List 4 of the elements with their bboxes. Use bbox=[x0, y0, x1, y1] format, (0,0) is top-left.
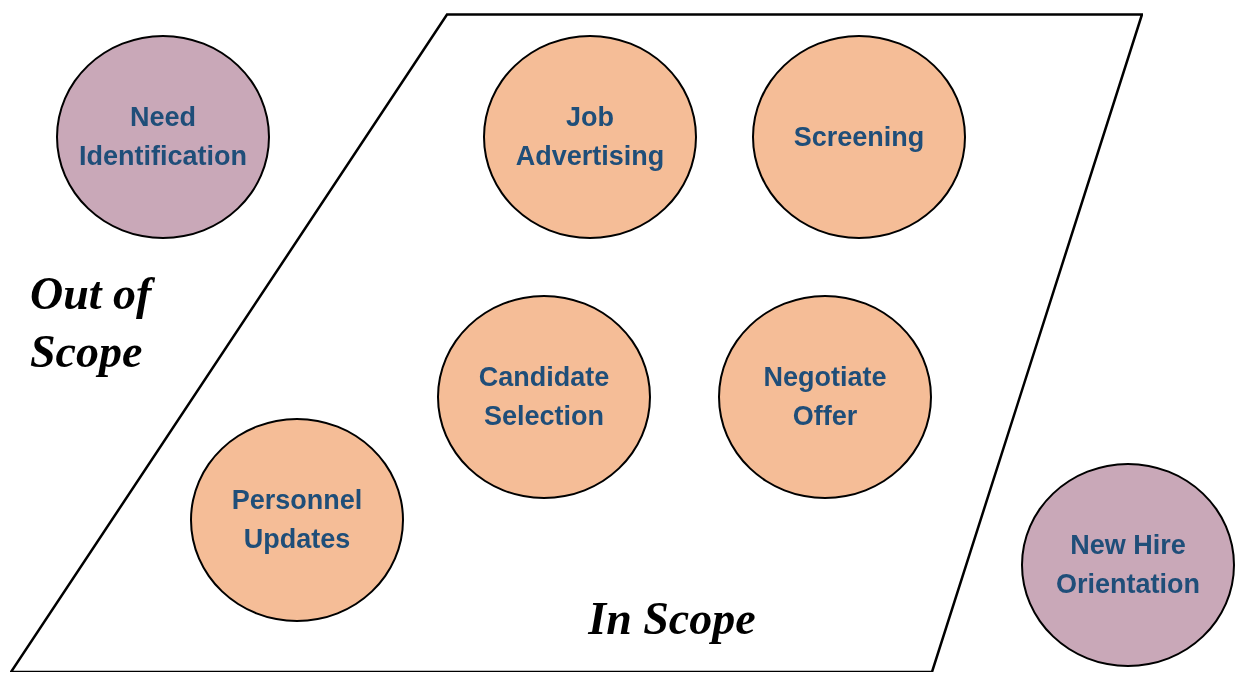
process-circle: Need Identification bbox=[56, 35, 270, 239]
scope-label: In Scope bbox=[587, 592, 757, 646]
scope-label: Out of Scope bbox=[30, 265, 200, 381]
process-circle: New Hire Orientation bbox=[1021, 463, 1235, 667]
